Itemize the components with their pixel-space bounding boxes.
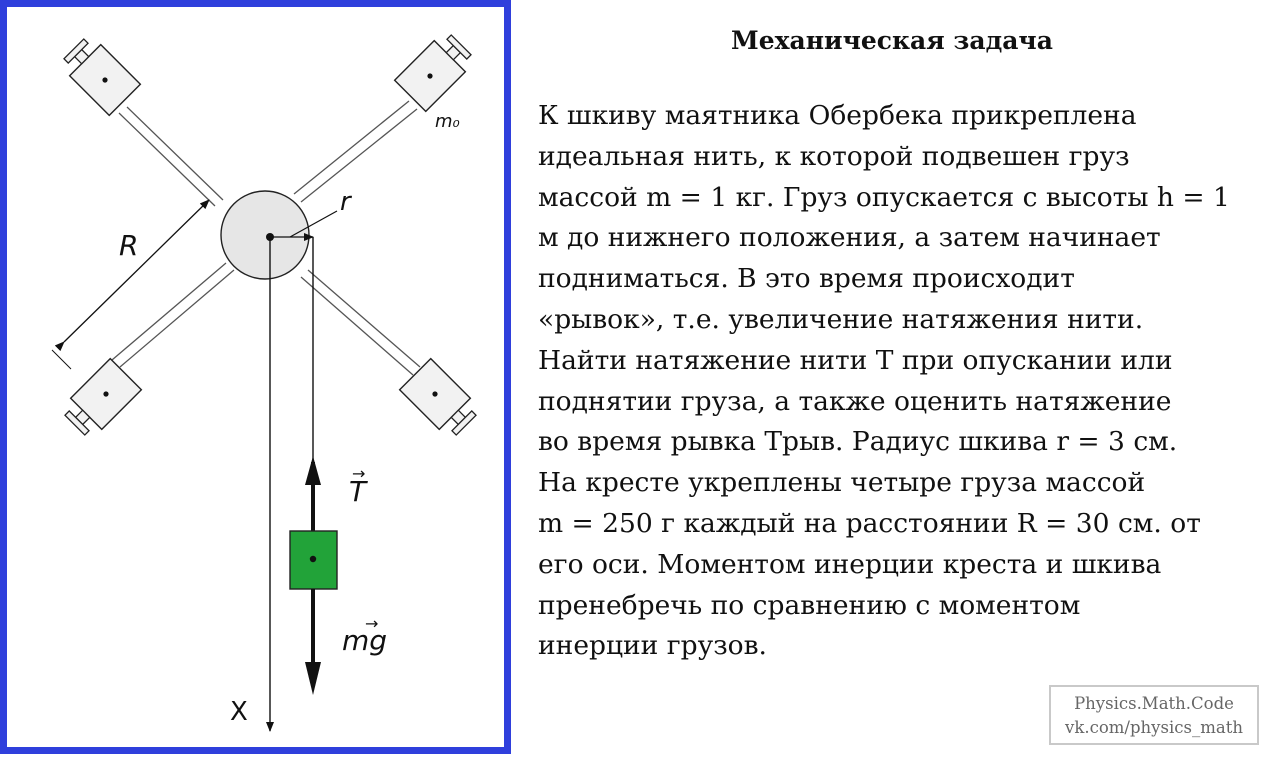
label-T: T	[349, 475, 368, 508]
weight-lower-right	[398, 357, 477, 436]
tension-arrowhead	[305, 456, 321, 485]
problem-text: К шкиву маятника Обербека прикреплена ид…	[538, 96, 1268, 667]
label-R: R	[119, 229, 138, 262]
arrow-over-g: →	[365, 614, 378, 633]
problem-line: его оси. Моментом инерции креста и шкива	[538, 548, 1162, 580]
diagram-panel: m₀ R r T → mg → X	[0, 0, 511, 754]
problem-line: поднятии груза, а также оценить натяжени…	[538, 385, 1172, 417]
label-mg: mg	[342, 624, 387, 657]
problem-line: К шкиву маятника Обербека прикреплена	[538, 100, 1137, 131]
r-label-pointer	[289, 210, 338, 238]
problem-line: инерции грузов.	[538, 630, 767, 662]
watermark: Physics.Math.Code vk.com/physics_math	[1049, 685, 1259, 745]
watermark-line2: vk.com/physics_math	[1065, 718, 1243, 737]
problem-line: во время рывка Трыв. Радиус шкива r = 3 …	[538, 426, 1178, 458]
label-r: r	[340, 187, 353, 217]
label-m0: m₀	[435, 111, 460, 132]
problem-line: идеальная нить, к которой подвешен груз	[538, 140, 1130, 172]
weight-upper-right	[393, 34, 472, 113]
problem-line: На кресте укреплены четыре груза массой	[538, 467, 1146, 499]
load-center	[309, 555, 317, 563]
problem-line: «рывок», т.е. увеличение натяжения нити.	[538, 303, 1144, 335]
R-dimension-arrow	[54, 199, 210, 352]
gravity-arrowhead	[305, 662, 321, 695]
r-dimension-extension	[51, 349, 72, 370]
rod-upper-right	[293, 100, 418, 203]
problem-line: пренебречь по сравнению с моментом	[538, 589, 1081, 621]
weight-upper-left	[63, 38, 142, 117]
rod-upper-left	[118, 106, 224, 207]
rod-lower-left	[111, 262, 235, 368]
arrow-over-T: →	[352, 464, 365, 483]
pulley	[220, 190, 310, 280]
problem-line: Найти натяжение нити T при опускании или	[538, 344, 1173, 376]
label-X: X	[230, 697, 248, 727]
problem-line: м до нижнего положения, а затем начинает	[538, 222, 1161, 254]
rod-lower-right	[300, 269, 421, 376]
problem-line: массой m = 1 кг. Груз опускается с высот…	[538, 181, 1230, 213]
problem-line: m = 250 г каждый на расстоянии R = 30 см…	[538, 507, 1201, 539]
oberbeck-pendulum-diagram: m₀ R r T → mg → X	[51, 34, 477, 732]
watermark-line1: Physics.Math.Code	[1074, 694, 1234, 713]
problem-line: подниматься. В это время происходит	[538, 263, 1075, 295]
weight-lower-left	[64, 357, 143, 436]
page-title: Механическая задача	[731, 26, 1053, 55]
